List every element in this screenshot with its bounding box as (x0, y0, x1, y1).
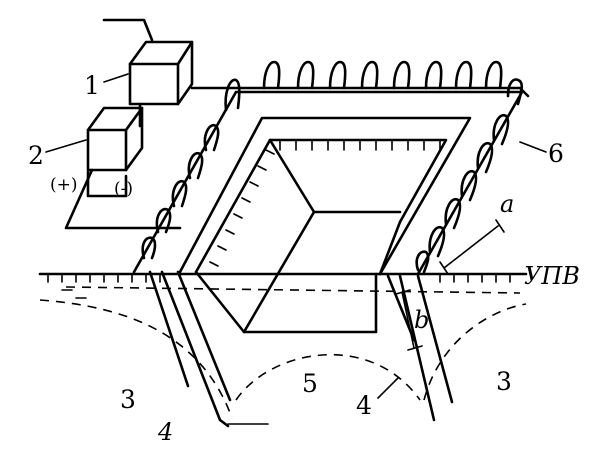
label-excavation: 5 (302, 369, 318, 398)
label-well-left: 4 (157, 418, 173, 446)
electrodes-right-row (415, 113, 510, 274)
label-source-unit: 1 (84, 71, 100, 100)
wire-top (102, 18, 154, 42)
label-dim-b: b (414, 306, 429, 334)
leader-1 (103, 73, 129, 83)
dimension-b-line (395, 289, 423, 351)
ground-hatching (47, 273, 511, 299)
pit-interior (194, 138, 402, 334)
well-pipes (148, 270, 454, 428)
power-unit-box (128, 40, 194, 128)
label-water-level: УПВ (524, 262, 580, 290)
pit-rim-hatching (209, 139, 441, 267)
label-plus-terminal: (+) (50, 175, 78, 195)
label-soil-right: 3 (496, 367, 512, 396)
pit-top-edge (178, 116, 472, 276)
depression-curve-right (423, 303, 527, 401)
label-soil-left: 3 (120, 385, 136, 414)
leader-2 (45, 139, 87, 153)
label-rectifier-unit: 2 (28, 141, 44, 170)
leader-4-right (377, 377, 399, 399)
label-dim-a: a (500, 190, 514, 218)
label-electrode-ring: 6 (548, 139, 564, 168)
pit-inner-rim (194, 138, 448, 274)
wire-minus (86, 170, 128, 198)
rectifier-unit-box (86, 106, 144, 172)
electrodes-left-row (141, 123, 220, 260)
label-minus-terminal: (-) (114, 179, 133, 199)
leader-6 (519, 141, 547, 153)
groundwater-level-line (65, 286, 521, 294)
label-well-right: 4 (356, 391, 372, 420)
dimension-a-line (439, 219, 505, 275)
electrodes-top-row (224, 60, 524, 112)
wire-plus (64, 168, 182, 230)
wire-to-ring (190, 86, 530, 98)
depression-curve-middle (235, 353, 421, 401)
depression-curve-left (39, 299, 233, 419)
